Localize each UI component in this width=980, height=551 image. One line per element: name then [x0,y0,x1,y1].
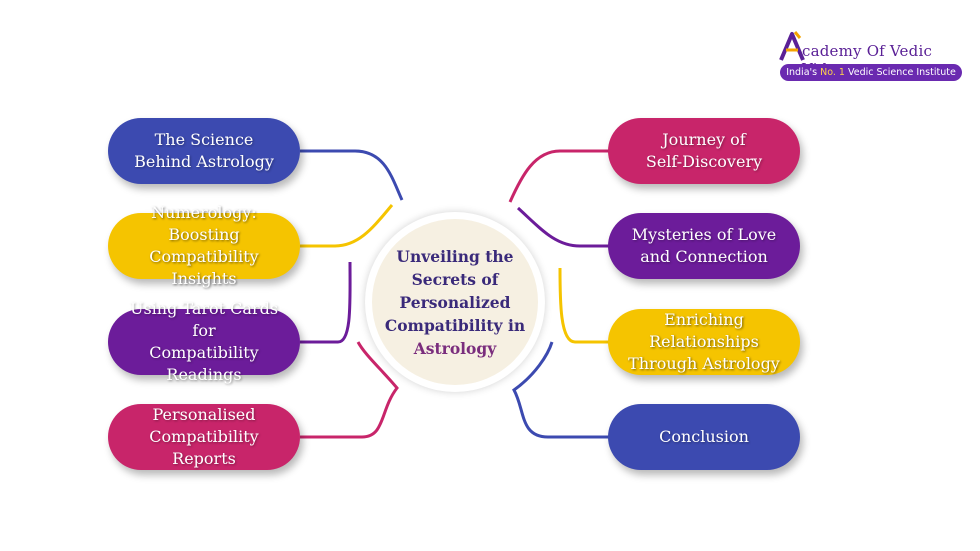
tagline-suffix: Vedic Science Institute [844,67,956,78]
tagline-highlight: No. 1 [820,67,845,78]
connector-mysteries [516,206,610,248]
logo-a-mark-icon [779,31,805,61]
connector-science [300,149,404,201]
node-journey-self-discovery: Journey of Self-Discovery [608,118,800,184]
connector-enriching [558,267,610,344]
node-enriching-relationships: Enriching Relationships Through Astrolog… [608,309,800,375]
connector-journey [508,149,610,203]
center-title-text: Unveiling the Secrets of Personalized Co… [384,246,526,335]
brand-logo: cademy Of Vedic Vidya India's No. 1 Vedi… [778,30,968,84]
connector-reports [300,341,399,439]
connector-numerology [300,204,394,248]
node-tarot-cards: Using Tarot Cards for Compatibility Read… [108,299,300,384]
node-science-behind-astrology: The Science Behind Astrology [108,118,300,184]
node-mysteries-love: Mysteries of Love and Connection [608,213,800,279]
brand-tagline: India's No. 1 Vedic Science Institute [780,64,962,81]
center-title: Unveiling the Secrets of Personalized Co… [372,219,538,385]
center-title-accent: Astrology [413,338,497,358]
connector-conclusion [512,341,610,439]
node-conclusion: Conclusion [608,404,800,470]
node-personalised-reports: Personalised Compatibility Reports [108,404,300,470]
node-numerology: Numerology: Boosting Compatibility Insig… [108,203,300,288]
connector-tarot [300,261,352,344]
tagline-prefix: India's [786,67,821,78]
